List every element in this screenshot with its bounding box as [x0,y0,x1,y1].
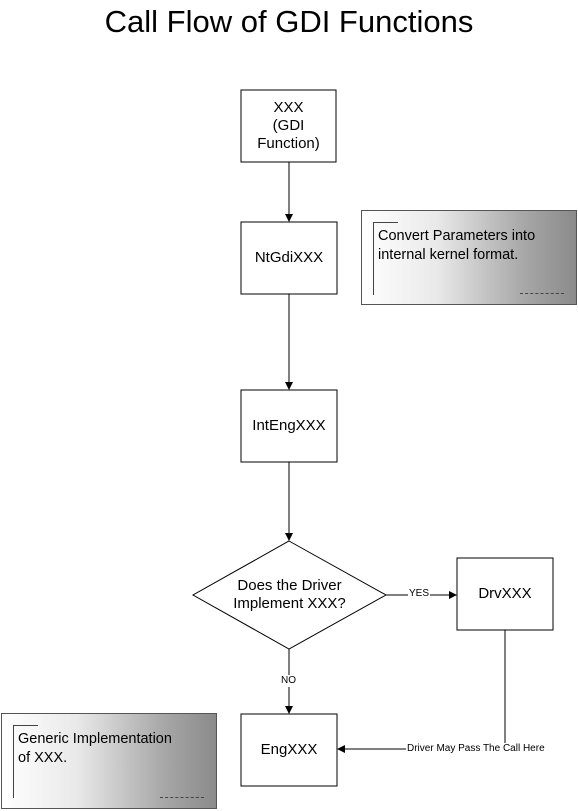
node-xxx-gdi-function[interactable]: XXX (GDI Function) [241,90,336,162]
node-engxxx-label: EngXXX [260,741,318,758]
note-bracket-bottom-right [520,293,564,294]
node-inteng-box [240,389,338,463]
node-engxxx[interactable]: EngXXX [241,714,337,786]
node-intengxxx-label: IntEngXXX [252,417,326,434]
edge-label-no: NO [280,675,297,687]
node-ntgdixxx-label: NtGdiXXX [254,249,324,266]
note-generic-text: Generic Implementation of XXX. [18,731,172,766]
note-bracket-top-left [13,725,38,798]
node-drv-box [456,557,554,631]
node-xxx-label: XXX (GDI Function) [257,99,320,152]
note-convert-parameters: Convert Parameters into internal kernel … [361,210,577,305]
node-drvxxx[interactable]: DrvXXX [457,558,553,630]
edge-label-yes: YES [408,588,431,600]
decision-label: Does the Driver Implement XXX? [233,577,346,612]
note-convert-text: Convert Parameters into internal kernel … [378,228,536,263]
node-eng-box [240,713,338,787]
node-intengxxx[interactable]: IntEngXXX [241,390,337,462]
note-bracket-top-left [373,222,398,295]
node-ntgdi-box [240,221,338,295]
note-bracket-bottom-right [160,797,204,798]
diagram-title: Call Flow of GDI Functions [104,4,474,39]
node-ntgdixxx[interactable]: NtGdiXXX [241,222,337,294]
decision-node[interactable]: Does the Driver Implement XXX? [193,541,386,649]
node-drvxxx-label: DrvXXX [478,585,532,602]
node-xxx-box [240,89,337,163]
edge-label-driver-pass: Driver May Pass The Call Here [406,743,546,755]
note-generic-implementation: Generic Implementation of XXX. [1,713,217,809]
